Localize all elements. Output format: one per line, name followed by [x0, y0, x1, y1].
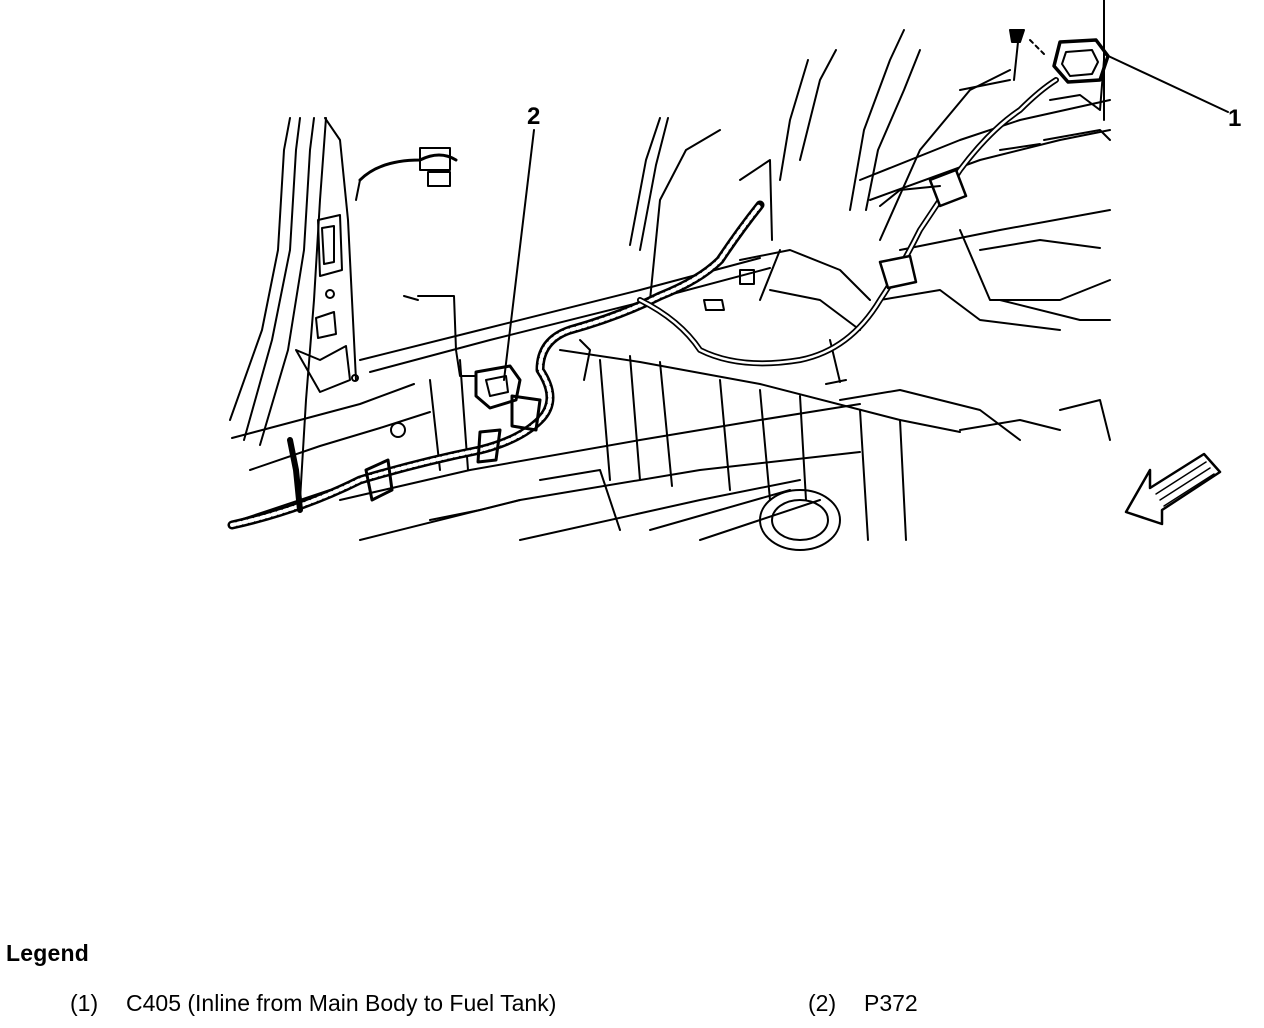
callout-2-leader — [503, 129, 535, 381]
rear-body-structure — [839, 29, 1111, 441]
wiring-harness-diagram: 1 2 — [227, 0, 1241, 551]
fuel-tank-harness — [637, 77, 1059, 367]
legend-item-id: (1) — [70, 990, 99, 1016]
callout-1-leader — [1103, 53, 1229, 113]
legend-item-c405: (1) C405 (Inline from Main Body to Fuel T… — [70, 990, 556, 1017]
legend-item-text: C405 (Inline from Main Body to Fuel Tank… — [126, 990, 557, 1016]
main-body-harness — [227, 147, 765, 530]
center-pillar-structure — [629, 49, 871, 385]
p372-connector-shape — [364, 295, 725, 502]
legend-item-p372: (2) P372 — [808, 990, 918, 1017]
callout-leaders — [503, 53, 1229, 381]
left-pillar-structure — [229, 117, 431, 521]
legend-title: Legend — [6, 940, 89, 966]
legend-item-id: (2) — [808, 990, 837, 1016]
c405-connector-shape — [1009, 0, 1110, 121]
forward-direction-arrow — [1124, 452, 1222, 526]
legend-item-text: P372 — [864, 990, 918, 1016]
callout-1-number: 1 — [1228, 105, 1241, 132]
callout-2-number: 2 — [527, 103, 540, 130]
